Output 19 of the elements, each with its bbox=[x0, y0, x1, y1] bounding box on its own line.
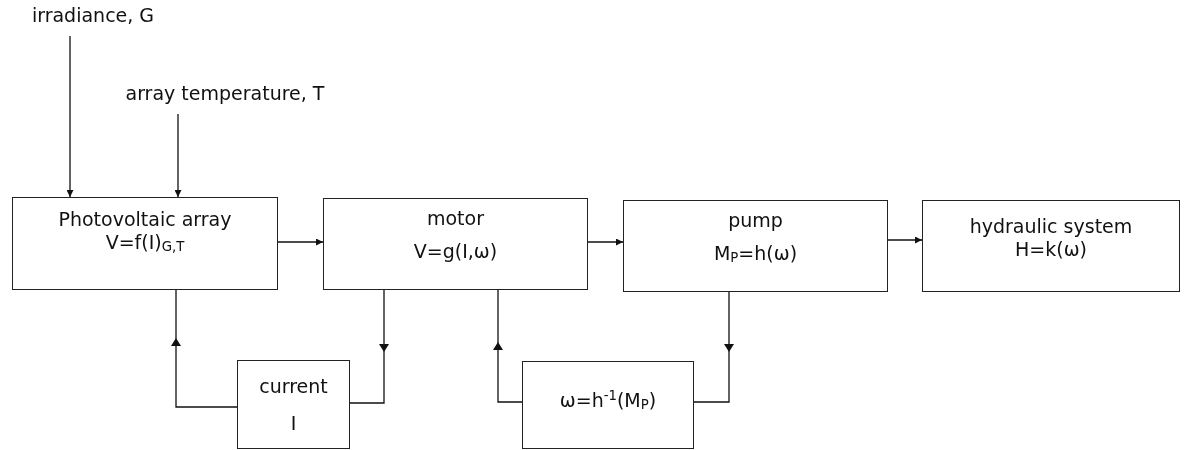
block-title: pump bbox=[728, 209, 783, 232]
process-box bbox=[237, 360, 350, 449]
block-equation: V=g(I,ω) bbox=[413, 239, 498, 263]
process-box bbox=[323, 198, 588, 290]
block-title: current bbox=[259, 375, 328, 398]
block-equation: V=f(I)$_{G,T}$ bbox=[105, 230, 185, 255]
block-title: Photovoltaic array bbox=[58, 208, 232, 231]
process-box bbox=[922, 200, 1180, 292]
block-title: hydraulic system bbox=[969, 215, 1133, 238]
block-equation: I bbox=[290, 411, 297, 435]
process-box bbox=[522, 361, 694, 449]
block-equation: M$_{P}$=h(ω) bbox=[713, 241, 798, 266]
process-box bbox=[623, 200, 888, 292]
input-label: array temperature, T bbox=[125, 82, 325, 105]
process-box bbox=[12, 197, 278, 290]
input-label: irradiance, G bbox=[31, 4, 155, 27]
block-title: motor bbox=[427, 207, 484, 230]
block-equation: H=k(ω) bbox=[1015, 237, 1087, 261]
block-title: ω=h$^{-1}$(M$_{P}$) bbox=[559, 388, 657, 413]
